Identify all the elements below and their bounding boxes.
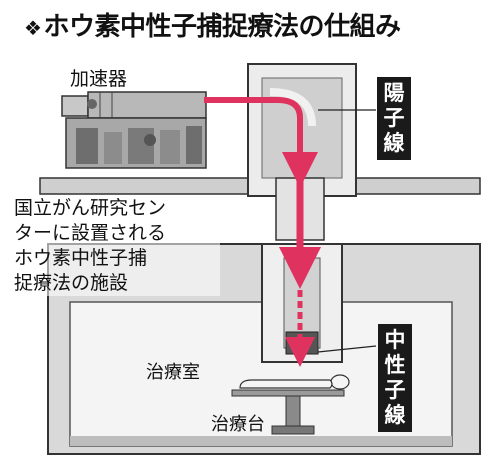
neutron-beam-label: 中 性 子 線: [378, 324, 412, 432]
accelerator-label: 加速器: [70, 68, 128, 90]
title-bullet-icon: ❖: [24, 16, 42, 40]
room-floor: [70, 436, 452, 446]
title-text: ホウ素中性子捕捉療法の仕組み: [43, 12, 401, 42]
treatment-room-label: 治療室: [146, 362, 200, 383]
facility-callout: 国立がん研究セン ターに設置される ホウ素中性子捕 捉療法の施設: [14, 196, 220, 296]
callout-line: ホウ素中性子捕: [14, 247, 148, 269]
accelerator-machine: [61, 91, 207, 169]
callout-line: ターに設置される: [14, 222, 167, 244]
callout-line: 国立がん研究セン: [14, 197, 167, 219]
proton-beam-label: 陽 子 線: [377, 77, 411, 160]
proton-beam-bend-pipe: [269, 88, 316, 127]
neutron-label-leader: [317, 345, 377, 353]
treatment-table-label: 治療台: [211, 414, 265, 435]
proton-beam-horizontal: [204, 97, 318, 188]
treatment-table-graphic: [231, 389, 345, 435]
patient-figure: [239, 374, 350, 390]
diagram-title: ❖ホウ素中性子捕捉療法の仕組み: [24, 6, 401, 43]
callout-line: 捉療法の施設: [14, 272, 129, 294]
